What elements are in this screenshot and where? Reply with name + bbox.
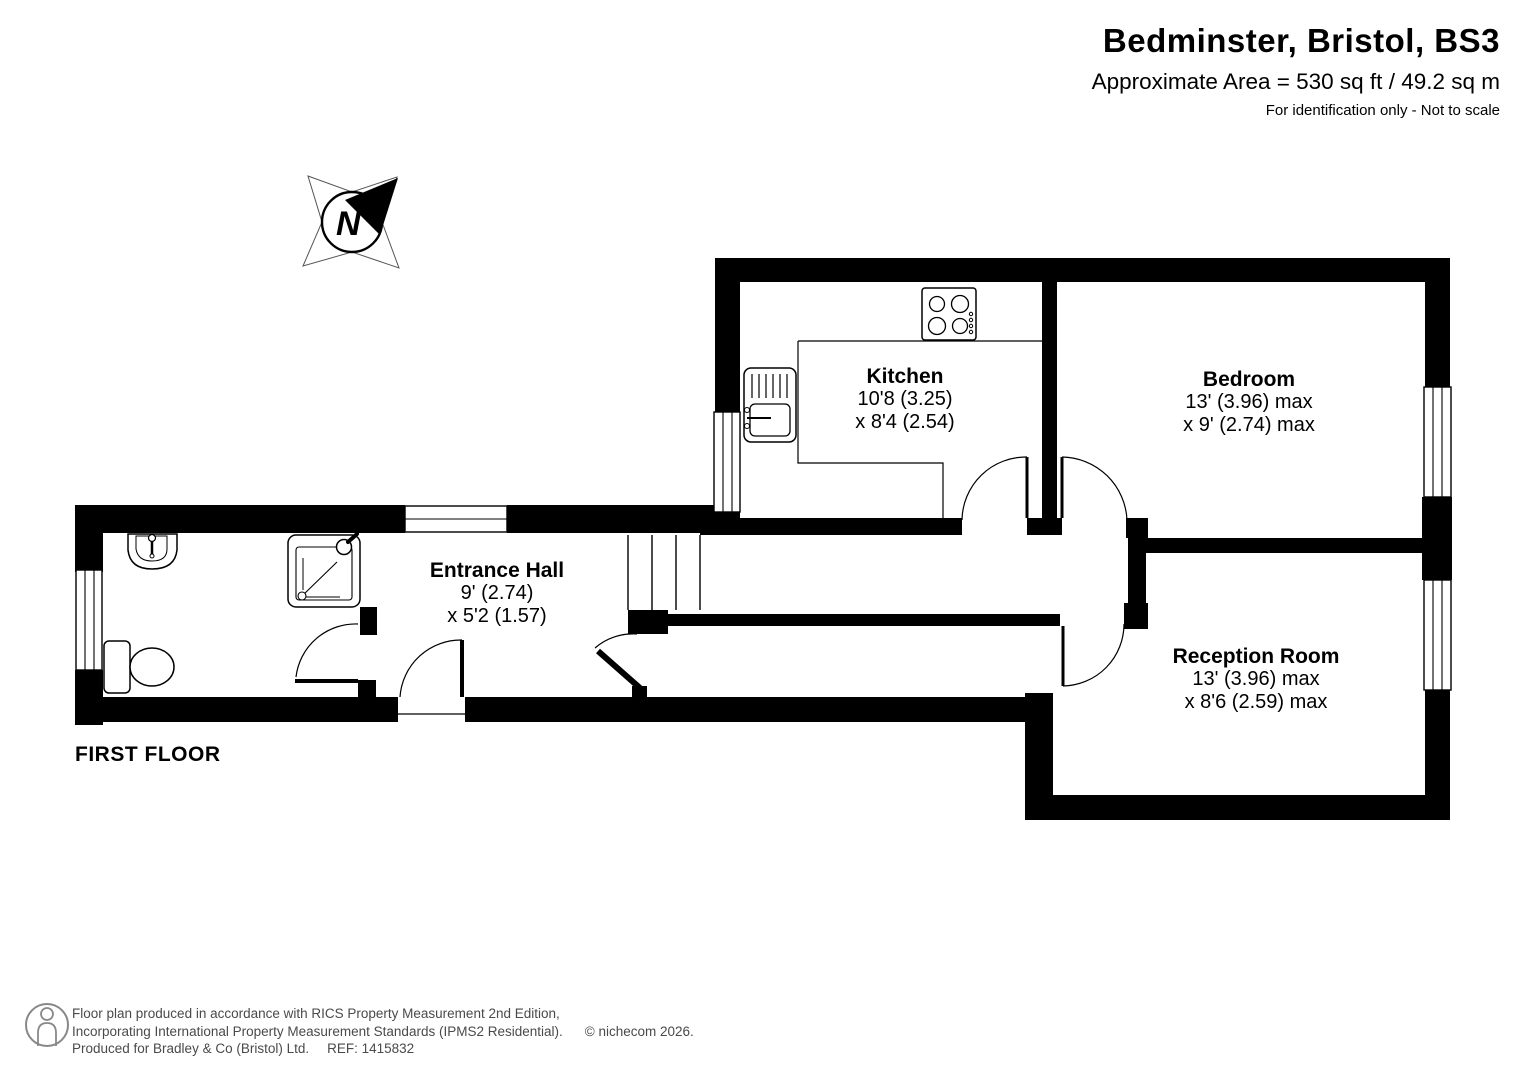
scale-disclaimer: For identification only - Not to scale xyxy=(1265,102,1500,119)
room-dim1: 9' (2.74) xyxy=(460,582,534,604)
footer-produced-for: Produced for Bradley & Co (Bristol) Ltd. xyxy=(72,1041,310,1056)
room-dim1: 10'8 (3.25) xyxy=(857,388,953,410)
room-name: Bedroom xyxy=(1202,368,1296,391)
entrance-hall-label: Entrance Hall 9' (2.74) x 5'2 (1.57) xyxy=(377,559,617,628)
bedroom-door xyxy=(1060,456,1128,521)
room-name: Kitchen xyxy=(866,365,944,388)
compass-north-icon: N xyxy=(302,175,400,269)
bedroom-label: Bedroom 13' (3.96) max x 9' (2.74) max xyxy=(1119,368,1379,437)
footer-line1: Floor plan produced in accordance with R… xyxy=(72,1006,560,1021)
reception-door xyxy=(1061,623,1125,687)
window-reception-right xyxy=(1423,579,1452,691)
toilet-icon xyxy=(103,640,175,694)
footer-standards: Incorporating International Property Mea… xyxy=(72,1023,563,1039)
footer: Floor plan produced in accordance with R… xyxy=(72,1005,694,1058)
window-hall-top xyxy=(404,505,508,533)
stairs xyxy=(627,535,701,610)
footer-line3: Produced for Bradley & Co (Bristol) Ltd.… xyxy=(72,1040,694,1058)
window-kitchen-left xyxy=(713,411,741,513)
room-dim2: x 9' (2.74) max xyxy=(1183,414,1315,436)
person-icon xyxy=(25,1003,69,1047)
kitchen-label: Kitchen 10'8 (3.25) x 8'4 (2.54) xyxy=(775,365,1035,434)
walls xyxy=(75,258,1452,820)
compass-letter: N xyxy=(336,205,362,243)
windows xyxy=(75,386,1452,691)
reception-room-label: Reception Room 13' (3.96) max x 8'6 (2.5… xyxy=(1126,645,1386,714)
room-name: Reception Room xyxy=(1172,645,1340,668)
kitchen-door xyxy=(961,456,1029,521)
kitchen-counter-outline xyxy=(797,340,1042,518)
room-dim2: x 8'6 (2.59) max xyxy=(1184,691,1328,713)
room-name: Entrance Hall xyxy=(429,559,565,582)
hob-icon xyxy=(921,287,977,341)
approximate-area: Approximate Area = 530 sq ft / 49.2 sq m xyxy=(1091,69,1500,94)
window-bedroom-right xyxy=(1423,386,1452,498)
room-dim1: 13' (3.96) max xyxy=(1192,668,1320,690)
hall-corridor-door xyxy=(594,633,642,691)
window-bathroom-left xyxy=(75,569,103,671)
doors xyxy=(295,456,1128,715)
footer-copyright: © nichecom 2026. xyxy=(584,1023,694,1039)
shower-icon xyxy=(287,532,361,608)
front-door xyxy=(398,639,465,715)
room-dim2: x 5'2 (1.57) xyxy=(447,605,547,627)
header: Bedminster, Bristol, BS3 Approximate Are… xyxy=(1092,22,1500,119)
floor-label: FIRST FLOOR xyxy=(75,743,221,766)
basin-icon xyxy=(127,533,178,570)
room-dim1: 13' (3.96) max xyxy=(1185,391,1313,413)
room-dim2: x 8'4 (2.54) xyxy=(855,411,955,433)
footer-ref: REF: 1415832 xyxy=(327,1041,415,1056)
page-title: Bedminster, Bristol, BS3 xyxy=(1102,22,1500,59)
footer-line2: Incorporating International Property Mea… xyxy=(72,1023,694,1041)
bathroom-door xyxy=(295,623,359,683)
kitchen-sink-icon xyxy=(743,367,797,443)
